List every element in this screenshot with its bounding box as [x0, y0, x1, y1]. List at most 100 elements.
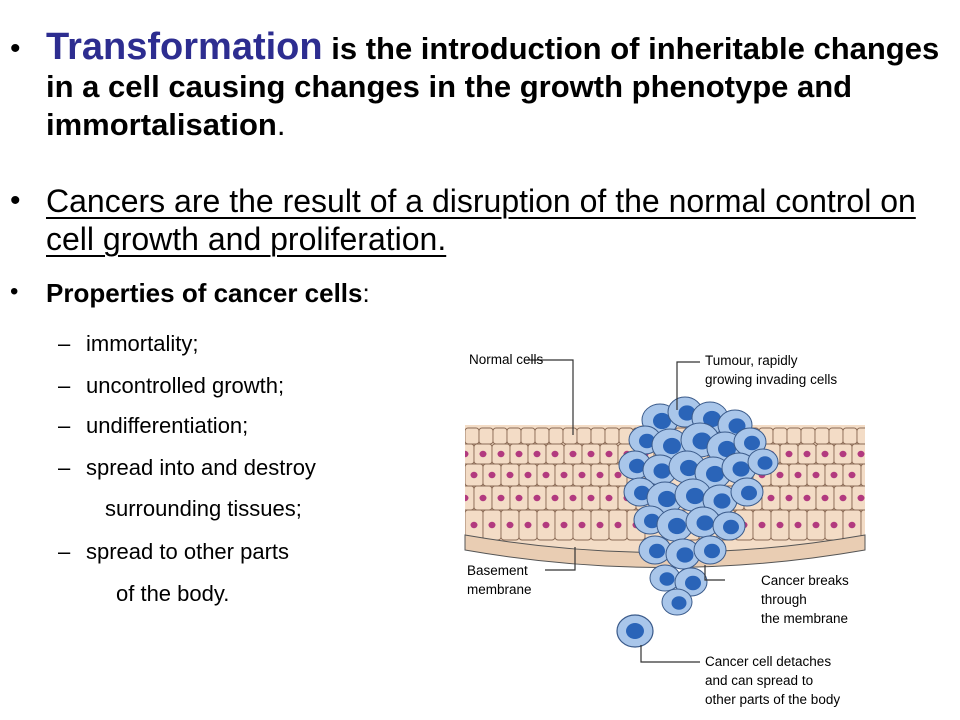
cancer-cell-nucleus: [678, 405, 696, 421]
cancer-cell-nucleus: [713, 493, 731, 509]
label-basement-line1: Basement: [467, 563, 528, 578]
normal-cell-nucleus: [605, 450, 613, 458]
cancer-cell-nucleus: [704, 543, 720, 559]
cancer-cell-nucleus: [744, 435, 760, 451]
property-text: spread to other parts: [86, 539, 290, 564]
property-item: –spread to other parts: [58, 539, 289, 565]
normal-cell-nucleus: [578, 471, 586, 479]
normal-cell: [562, 427, 578, 445]
cancer-cell-nucleus: [741, 485, 757, 501]
normal-cell: [548, 427, 564, 445]
normal-cell-nucleus: [596, 471, 604, 479]
bullet-transformation: Transformation is the introduction of in…: [46, 28, 951, 144]
cancer-cell-nucleus: [634, 485, 650, 501]
normal-cell-nucleus: [465, 494, 469, 502]
normal-cell-nucleus: [524, 471, 532, 479]
normal-cell-nucleus: [569, 450, 577, 458]
label-detach-line2: and can spread to: [705, 673, 813, 688]
normal-cell-nucleus: [794, 521, 802, 529]
normal-cell: [814, 427, 830, 445]
normal-cell: [856, 427, 865, 445]
normal-cell: [534, 427, 550, 445]
cancer-cell-nucleus: [680, 459, 698, 477]
label-breaks-line2: through: [761, 592, 807, 607]
bullet-dot: •: [10, 278, 19, 305]
normal-cell-nucleus: [614, 521, 622, 529]
dash-marker: –: [58, 539, 71, 564]
normal-cell-nucleus: [839, 450, 847, 458]
normal-cell-nucleus: [867, 522, 874, 528]
property-text: uncontrolled growth;: [86, 373, 285, 398]
cancer-cell-nucleus: [703, 410, 721, 428]
cancer-cell-nucleus: [676, 547, 694, 563]
label-normal-cells: Normal cells: [469, 352, 544, 367]
normal-cell-nucleus: [848, 471, 856, 479]
cancer-cell-nucleus: [686, 487, 704, 505]
normal-cell-nucleus: [785, 494, 793, 502]
properties-heading-colon: :: [362, 278, 370, 308]
basement-membrane: [464, 534, 866, 568]
normal-cell-nucleus: [614, 471, 622, 479]
label-basement-line2: membrane: [467, 582, 532, 597]
cancer-cell-nucleus: [658, 490, 676, 508]
normal-cell-nucleus: [551, 450, 559, 458]
cancer-cell-nucleus: [696, 515, 714, 531]
normal-cell: [860, 509, 865, 541]
cancer-cell-nucleus: [663, 437, 681, 455]
bullet-cancers: Cancers are the result of a disruption o…: [46, 182, 946, 258]
cancer-cell-nucleus: [718, 440, 736, 458]
normal-cell: [772, 427, 788, 445]
cancer-cell-nucleus: [653, 412, 671, 430]
bullet-properties-heading: Properties of cancer cells:: [46, 278, 370, 309]
property-text: spread into and destroy: [86, 455, 316, 480]
label-breaks-line1: Cancer breaks: [761, 573, 849, 588]
tumour-cluster: [618, 396, 779, 616]
normal-cell-nucleus: [767, 494, 775, 502]
normal-cell-nucleus: [515, 450, 523, 458]
normal-cell-nucleus: [470, 521, 478, 529]
normal-cell-nucleus: [488, 471, 496, 479]
normal-cell-nucleus: [542, 471, 550, 479]
normal-cell-nucleus: [830, 521, 838, 529]
cancer-cell-nucleus: [685, 575, 701, 591]
property-item: –immortality;: [58, 331, 198, 357]
normal-cell-nucleus: [758, 521, 766, 529]
cancer-cell-nucleus: [732, 461, 750, 477]
cancer-cell-nucleus: [659, 572, 675, 586]
transformation-definition: is the introduction of inheritable chang…: [46, 31, 940, 142]
label-tumour-line2: growing invading cells: [705, 372, 837, 387]
bullet-dot: •: [10, 32, 21, 65]
normal-cell-nucleus: [497, 494, 505, 502]
dash-marker: –: [58, 413, 71, 438]
normal-cell-nucleus: [569, 494, 577, 502]
cancer-cell-nucleus: [639, 433, 655, 449]
normal-cell-nucleus: [857, 494, 865, 502]
cancer-cell-nucleus: [757, 456, 773, 470]
normal-cell-nucleus: [470, 471, 478, 479]
normal-cell-nucleus: [848, 521, 856, 529]
normal-cell-nucleus: [542, 521, 550, 529]
leader-lines: [527, 359, 725, 663]
normal-cell-nucleus: [821, 450, 829, 458]
property-item: –uncontrolled growth;: [58, 373, 284, 399]
transformation-term: Transformation: [46, 26, 323, 68]
cancers-statement: Cancers are the result of a disruption o…: [46, 183, 916, 257]
dash-marker: –: [58, 373, 71, 398]
label-tumour-line1: Tumour, rapidly: [705, 353, 798, 368]
normal-cell-nucleus: [488, 521, 496, 529]
normal-cell: [786, 427, 802, 445]
cancer-cell-nucleus: [723, 519, 739, 535]
cancer-cell-nucleus: [653, 463, 671, 479]
normal-cell-nucleus: [776, 471, 784, 479]
dash-marker: –: [58, 331, 71, 356]
normal-cell-nucleus: [497, 450, 505, 458]
normal-cell-nucleus: [839, 494, 847, 502]
normal-cell-nucleus: [587, 494, 595, 502]
property-item: –undifferentiation;: [58, 413, 248, 439]
dash-marker: –: [58, 455, 71, 480]
detached-cancer-cell: [616, 614, 654, 648]
normal-cell-nucleus: [830, 471, 838, 479]
normal-cell-nucleus: [533, 450, 541, 458]
normal-cell-nucleus: [821, 494, 829, 502]
tumour-diagram: Normal cells Tumour, rapidly growing inv…: [464, 352, 874, 707]
